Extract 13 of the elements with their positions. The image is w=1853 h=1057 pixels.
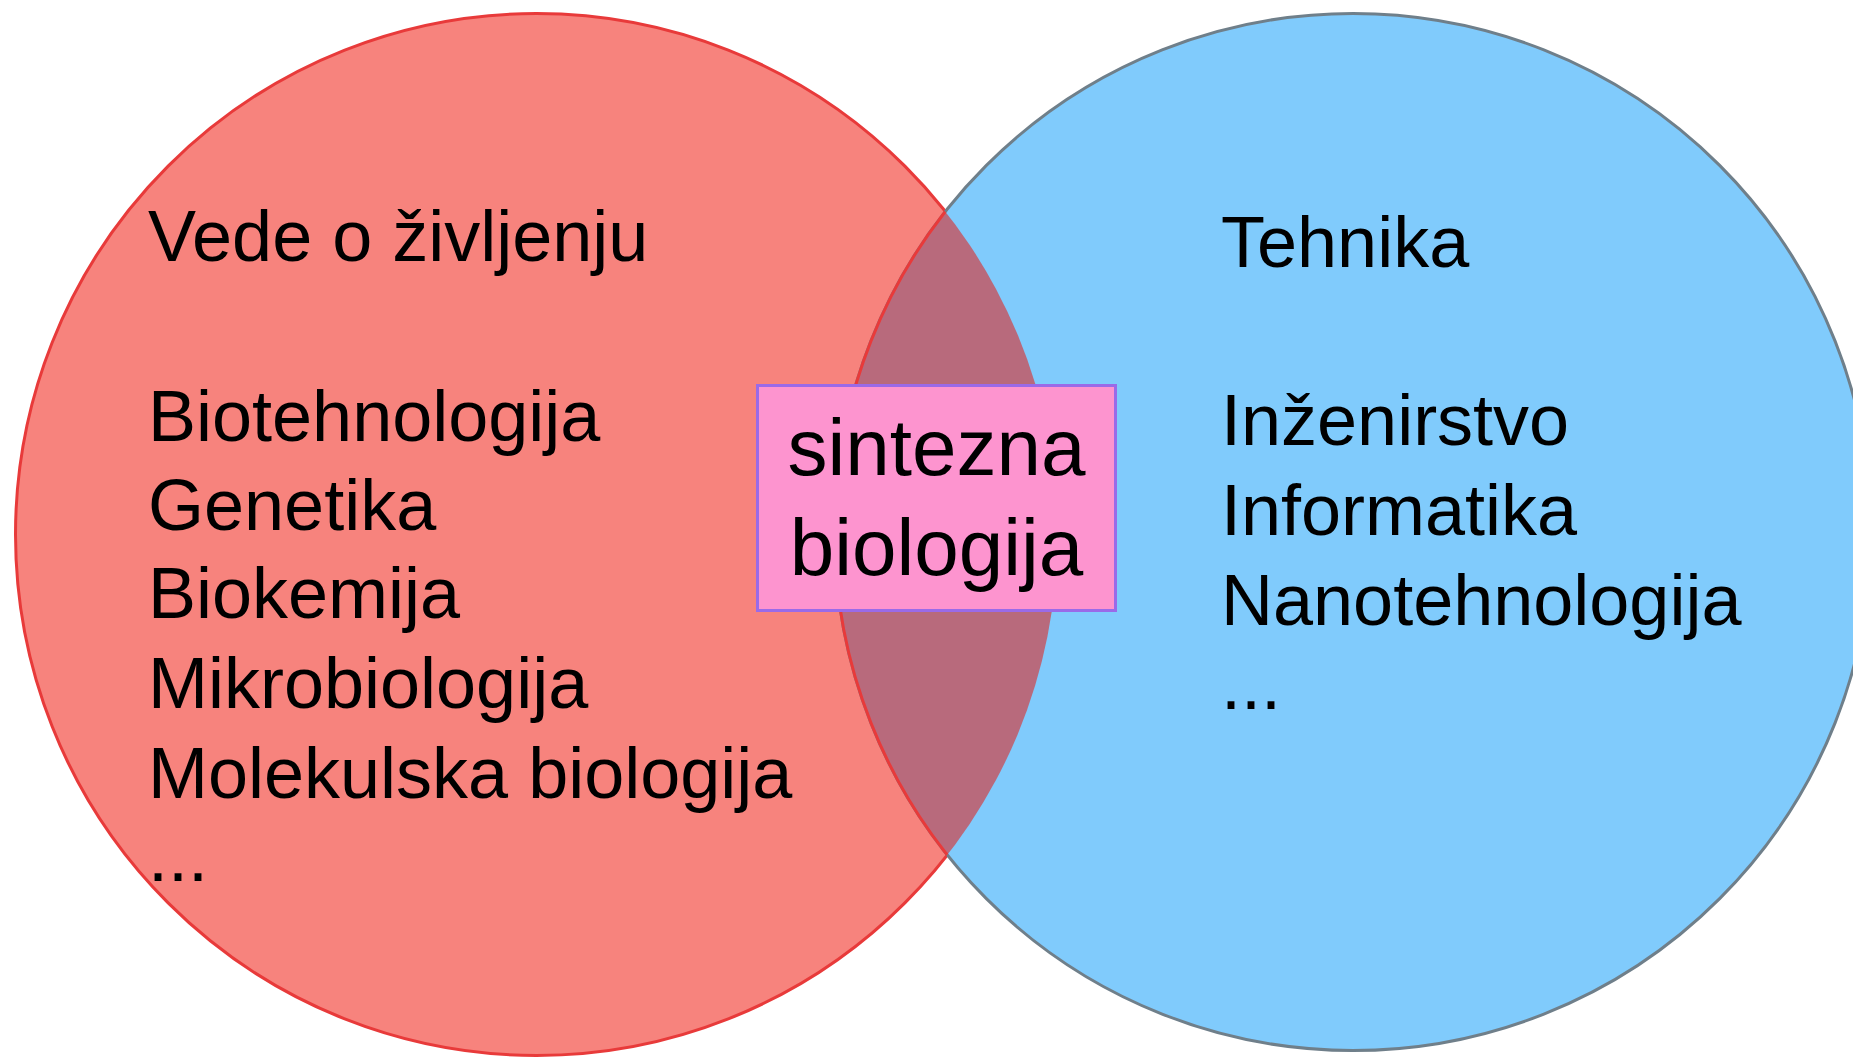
list-item: ...	[1221, 643, 1281, 726]
list-item: Nanotehnologija	[1221, 559, 1742, 642]
circle-heading: Tehnika	[1221, 201, 1470, 284]
list-item: ...	[148, 815, 208, 898]
list-item: Mikrobiologija	[148, 642, 589, 725]
list-item: Molekulska biologija	[148, 732, 793, 815]
list-item: Biokemija	[148, 552, 461, 635]
list-item: Inženirstvo	[1221, 379, 1570, 462]
circle-heading: Vede o življenju	[148, 195, 649, 278]
list-item: Informatika	[1221, 469, 1578, 552]
list-item: Biotehnologija	[148, 375, 601, 458]
label-box: sintezna biologija	[756, 384, 1117, 612]
list-item: Genetika	[148, 464, 437, 547]
